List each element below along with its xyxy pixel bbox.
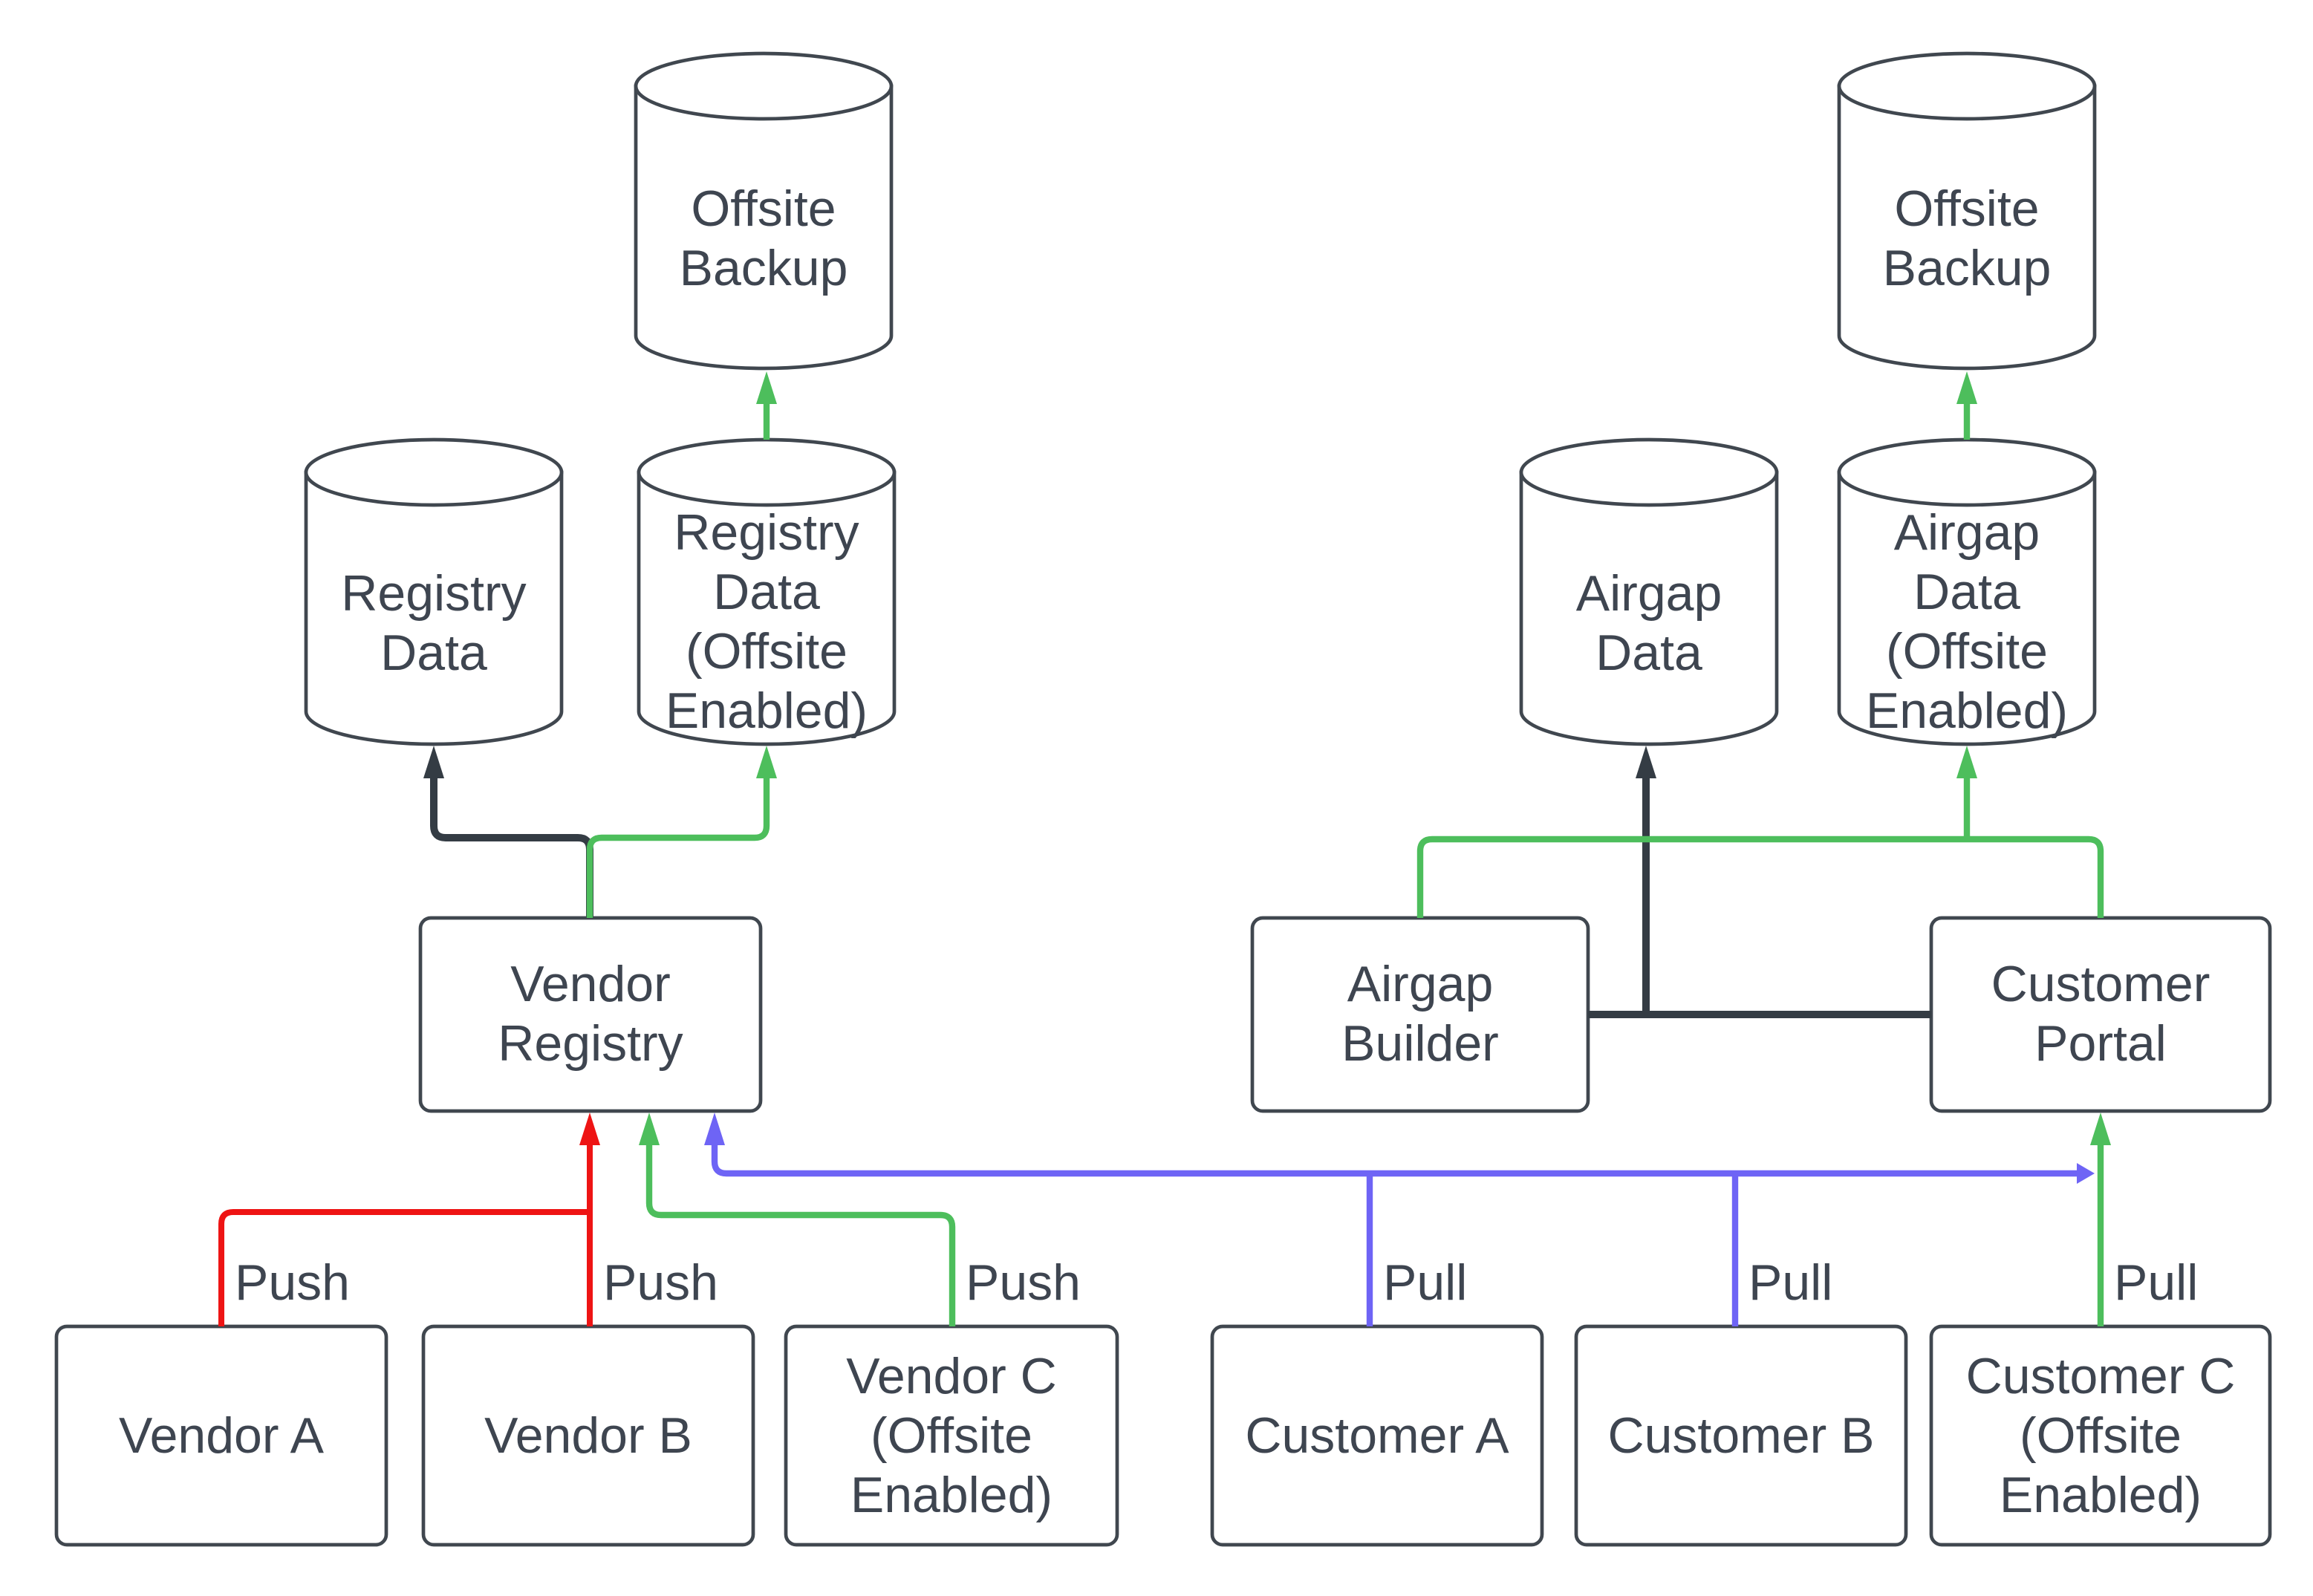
- arrowhead-vendor-registry-push-offsite: [639, 1113, 660, 1145]
- vendor-registry-box: [418, 916, 763, 1113]
- arrowhead-offsite-backup-left: [756, 371, 777, 404]
- customer-b-box: [1574, 1324, 1908, 1547]
- arrowhead-airgap-data: [1636, 746, 1656, 778]
- arrowhead-customer-portal-pull: [2090, 1113, 2111, 1145]
- registry-data-offsite-cylinder: [637, 437, 897, 746]
- airgap-data-offsite-cylinder: [1837, 437, 2097, 746]
- edge-builder-portal-to-airgap-data: [1588, 777, 1931, 1018]
- offsite-backup-left-cylinder: [634, 51, 894, 371]
- airgap-data-cylinder: [1519, 437, 1779, 746]
- edge-vendor-registry-to-registry-data-offsite: [586, 777, 770, 918]
- vendor-c-box: [784, 1324, 1119, 1547]
- arrowhead-vendor-registry-pull: [704, 1113, 725, 1145]
- arrowhead-registry-data: [423, 746, 444, 778]
- airgap-builder-box: [1250, 916, 1590, 1113]
- customer-a-box: [1210, 1324, 1544, 1547]
- arrowhead-registry-data-offsite: [756, 746, 777, 778]
- edge-builder-portal-to-airgap-offsite: [1416, 777, 2104, 918]
- registry-data-cylinder: [304, 437, 564, 746]
- offsite-backup-right-cylinder: [1837, 51, 2097, 371]
- edge-vendor-a-b-to-registry: [218, 1144, 593, 1326]
- arrowhead-blue-right-end: [2077, 1163, 2095, 1184]
- customer-portal-box: [1929, 916, 2272, 1113]
- edge-vendor-c-to-registry: [645, 1144, 956, 1326]
- vendor-b-box: [421, 1324, 755, 1547]
- edge-customers-to-registry-pull: [711, 1144, 2077, 1326]
- customer-c-box: [1929, 1324, 2272, 1547]
- vendor-a-box: [54, 1324, 388, 1547]
- arrowhead-offsite-backup-right: [1956, 371, 1977, 404]
- arrowhead-vendor-registry-push: [579, 1113, 600, 1145]
- arrowhead-airgap-data-offsite: [1956, 746, 1977, 778]
- edge-vendor-registry-to-registry-data: [430, 777, 593, 918]
